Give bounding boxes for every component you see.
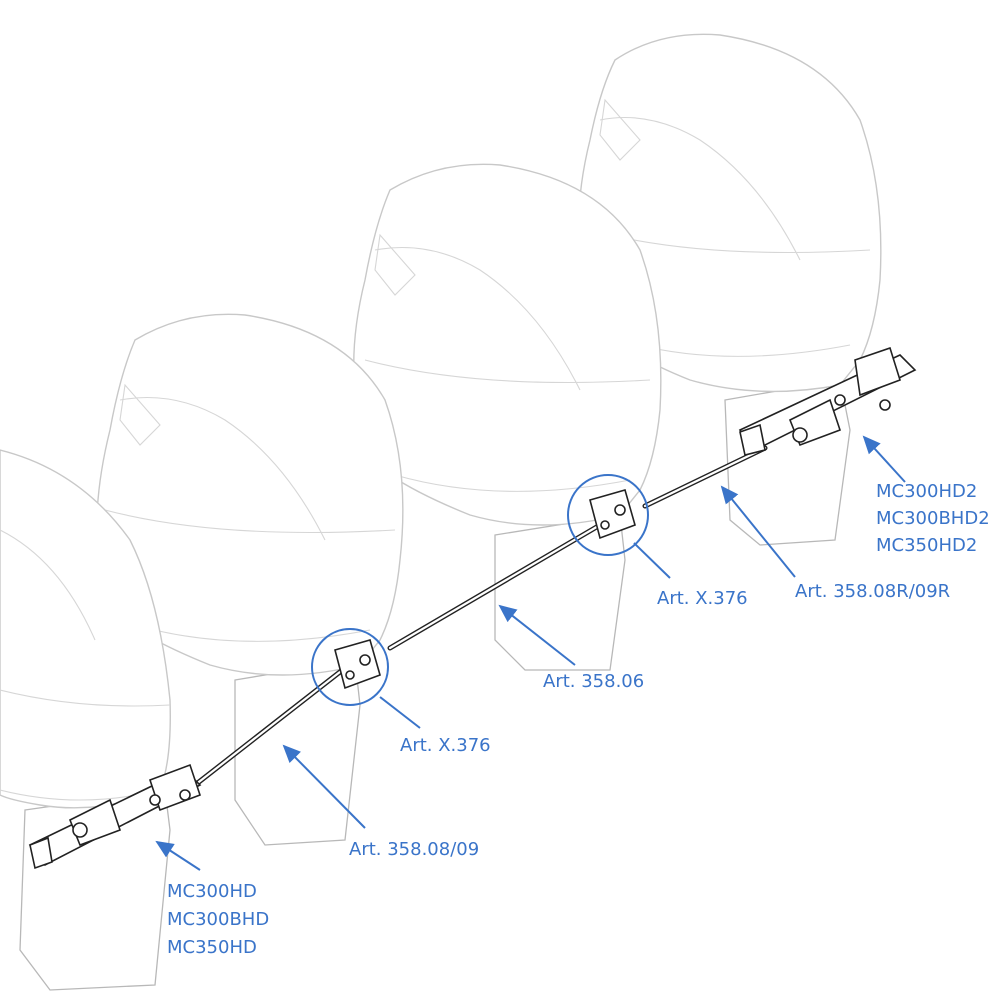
- arrow-right-unit: [862, 435, 906, 483]
- label-right-unit-2: MC300BHD2: [876, 508, 990, 529]
- arrow-right-connector: [633, 542, 671, 579]
- left-connector-x376: [334, 639, 381, 690]
- arrow-left-connector: [379, 696, 421, 729]
- label-right-connector: Art. X.376: [657, 588, 748, 609]
- left-steering-cylinder: [28, 763, 202, 870]
- label-left-unit-2: MC300BHD: [167, 909, 269, 930]
- right-steering-cylinder: [738, 346, 917, 456]
- tie-bar-rod: [192, 445, 768, 788]
- leader-arrows: [155, 435, 906, 871]
- label-left-connector: Art. X.376: [400, 735, 491, 756]
- label-right-unit-1: MC300HD2: [876, 481, 977, 502]
- label-left-unit-3: MC350HD: [167, 937, 257, 958]
- arrow-left-unit: [155, 840, 201, 871]
- outboard-engine-1: [0, 449, 171, 991]
- arrow-left-tie-bar: [282, 744, 366, 829]
- arrow-middle-tie-bar: [498, 604, 576, 666]
- label-right-unit-3: MC350HD2: [876, 535, 977, 556]
- label-middle-tie-bar: Art. 358.06: [543, 671, 644, 692]
- label-left-tie-bar: Art. 358.08/09: [349, 839, 479, 860]
- outboard-engine-3: [353, 163, 662, 671]
- label-left-unit-1: MC300HD: [167, 881, 257, 902]
- label-right-tie-bar: Art. 358.08R/09R: [795, 581, 950, 602]
- left-connector-highlight: [311, 628, 389, 706]
- arrow-right-tie-bar: [720, 485, 796, 578]
- right-connector-x376: [589, 489, 636, 540]
- right-connector-highlight: [567, 474, 649, 556]
